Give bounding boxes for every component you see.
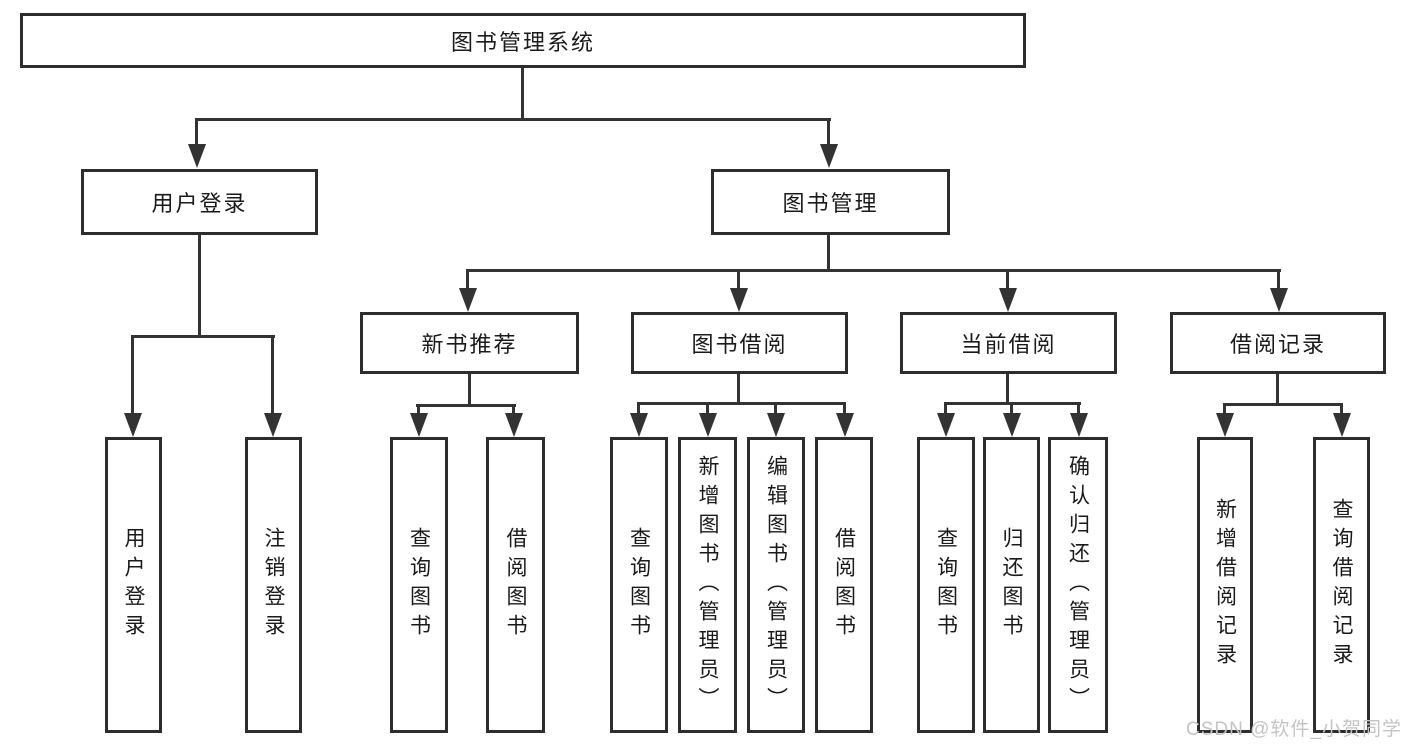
arrowhead-down-icon — [699, 413, 717, 437]
connector-line — [737, 269, 740, 290]
connector-line — [512, 404, 515, 416]
leaf-user-login-action: 用户登录 — [105, 437, 162, 733]
node-borrow-records: 借阅记录 — [1170, 312, 1386, 374]
leaf-query-books-borrow: 查询图书 — [610, 437, 668, 733]
node-book-management: 图书管理 — [711, 169, 950, 235]
leaf-logout-label: 注销登录 — [262, 527, 285, 643]
leaf-confirm-return-admin: 确认归还（管理员） — [1048, 437, 1108, 733]
arrowhead-down-icon — [630, 413, 648, 437]
node-current-borrow-label: 当前借阅 — [960, 332, 1057, 357]
arrowhead-down-icon — [459, 288, 477, 312]
leaf-query-books-borrow-label: 查询图书 — [627, 527, 651, 643]
leaf-borrow-books-recommend-label: 借阅图书 — [504, 527, 527, 643]
arrowhead-down-icon — [820, 144, 838, 168]
connector-line — [1006, 374, 1009, 405]
arrowhead-down-icon — [836, 413, 854, 437]
connector-line — [827, 118, 830, 146]
node-new-book-recommend: 新书推荐 — [360, 312, 579, 374]
connector-line — [637, 402, 846, 405]
connector-line — [706, 402, 709, 416]
arrowhead-down-icon — [730, 288, 748, 312]
leaf-add-borrow-record: 新增借阅记录 — [1197, 437, 1253, 733]
node-current-borrow: 当前借阅 — [900, 312, 1117, 374]
connector-line — [416, 404, 516, 407]
arrowhead-down-icon — [124, 413, 142, 437]
connector-line — [843, 402, 846, 416]
arrowhead-down-icon — [264, 413, 282, 437]
arrowhead-down-icon — [1333, 413, 1351, 437]
node-user-login: 用户登录 — [81, 169, 318, 235]
arrowhead-down-icon — [410, 413, 428, 437]
arrowhead-down-icon — [1216, 413, 1234, 437]
leaf-add-book-admin: 新增图书（管理员） — [678, 437, 737, 733]
leaf-confirm-return-admin-label: 确认归还（管理员） — [1066, 454, 1090, 716]
arrowhead-down-icon — [505, 413, 523, 437]
node-book-borrow-label: 图书借阅 — [691, 332, 788, 357]
connector-line — [468, 374, 471, 407]
arrowhead-down-icon — [1003, 413, 1021, 437]
node-root-label: 图书管理系统 — [450, 29, 595, 55]
leaf-return-book: 归还图书 — [983, 437, 1040, 733]
leaf-edit-book-admin: 编辑图书（管理员） — [747, 437, 805, 733]
leaf-user-login-action-label: 用户登录 — [122, 527, 145, 643]
leaf-query-books-current-label: 查询图书 — [934, 527, 958, 643]
leaf-logout: 注销登录 — [245, 437, 302, 733]
connector-line — [131, 335, 134, 415]
leaf-return-book-label: 归还图书 — [1000, 527, 1023, 643]
connector-line — [521, 68, 524, 120]
connector-line — [271, 335, 274, 415]
arrowhead-down-icon — [767, 413, 785, 437]
connector-line — [198, 235, 201, 337]
node-root: 图书管理系统 — [20, 13, 1026, 68]
leaf-borrow-books-recommend: 借阅图书 — [486, 437, 545, 733]
node-user-login-label: 用户登录 — [151, 191, 248, 216]
arrowhead-down-icon — [1070, 413, 1088, 437]
arrowhead-down-icon — [188, 144, 206, 168]
connector-line — [1223, 403, 1343, 406]
connector-line — [1340, 403, 1343, 416]
connector-line — [637, 402, 640, 416]
node-book-management-label: 图书管理 — [782, 191, 879, 216]
leaf-borrow-book-label: 借阅图书 — [832, 527, 856, 643]
connector-line — [1077, 402, 1080, 416]
node-borrow-records-label: 借阅记录 — [1229, 332, 1326, 357]
leaf-edit-book-admin-label: 编辑图书（管理员） — [764, 454, 788, 716]
arrowhead-down-icon — [1270, 288, 1288, 312]
leaf-query-books-current: 查询图书 — [917, 437, 975, 733]
watermark: CSDN @软件_小贺同学 — [1186, 719, 1402, 740]
connector-line — [466, 269, 469, 290]
connector-line — [195, 118, 198, 146]
leaf-query-books-recommend: 查询图书 — [390, 437, 448, 733]
leaf-query-borrow-record-label: 查询借阅记录 — [1330, 498, 1353, 672]
connector-line — [944, 402, 947, 416]
connector-line — [1277, 269, 1280, 290]
arrowhead-down-icon — [999, 288, 1017, 312]
leaf-query-borrow-record: 查询借阅记录 — [1313, 437, 1370, 733]
leaf-add-borrow-record-label: 新增借阅记录 — [1213, 498, 1237, 672]
connector-line — [466, 269, 1281, 272]
connector-line — [1276, 374, 1279, 406]
leaf-query-books-recommend-label: 查询图书 — [407, 527, 431, 643]
connector-line — [737, 374, 740, 405]
connector-line — [417, 404, 420, 416]
leaf-add-book-admin-label: 新增图书（管理员） — [696, 454, 719, 716]
connector-line — [195, 118, 831, 121]
connector-line — [827, 235, 830, 271]
arrowhead-down-icon — [937, 413, 955, 437]
connector-line — [1223, 403, 1226, 416]
connector-line — [1010, 402, 1013, 416]
connector-line — [1006, 269, 1009, 290]
node-book-borrow: 图书借阅 — [631, 312, 848, 374]
leaf-borrow-book: 借阅图书 — [815, 437, 873, 733]
connector-line — [774, 402, 777, 416]
node-new-book-recommend-label: 新书推荐 — [421, 332, 518, 357]
connector-line — [131, 335, 275, 338]
